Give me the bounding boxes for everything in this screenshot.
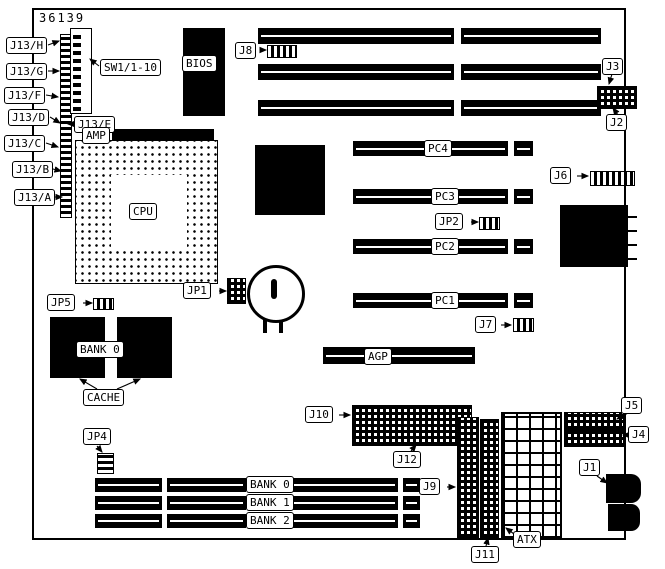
jp4-connector [97, 453, 114, 474]
label-pc4: PC4 [424, 140, 452, 157]
label-j4: J4 [628, 426, 650, 443]
label-jp2: JP2 [435, 213, 463, 230]
label-cache: CACHE [83, 389, 125, 406]
label-j1: J1 [579, 459, 601, 476]
amp-bar [112, 129, 214, 142]
j8-connector [267, 45, 297, 58]
bios-chip [183, 28, 225, 116]
label-j13c: J13/C [4, 135, 46, 152]
chip-pin-tick [628, 230, 637, 232]
j7-connector [513, 318, 534, 332]
label-j13g: J13/G [6, 63, 48, 80]
jp1-connector [227, 278, 246, 304]
isa-slot-segment [461, 28, 601, 44]
isa-slot-segment [258, 64, 454, 80]
j11-header-strip [480, 419, 499, 538]
label-jp5: JP5 [47, 294, 75, 311]
io-controller-chip [560, 205, 628, 267]
pci-slot-pc2 [353, 239, 508, 254]
board-outline [32, 8, 626, 540]
label-j9: J9 [419, 478, 441, 495]
pci-slot-pc3 [353, 189, 508, 204]
j6-connector [590, 171, 635, 186]
label-sw1: SW1/1-10 [100, 59, 161, 76]
chip-pin-tick [628, 258, 637, 260]
label-bios: BIOS [182, 55, 217, 72]
j10-header-block [352, 405, 472, 446]
battery-leg [263, 316, 267, 333]
label-j13h: J13/H [6, 37, 48, 54]
pci-slot-pc2-key [514, 239, 533, 254]
chip-pin-tick [628, 216, 637, 218]
atx-power-connector [501, 412, 562, 540]
simm-slot-segment [95, 514, 162, 528]
simm-slot-segment [403, 478, 420, 492]
part-number: 36139 [39, 11, 86, 25]
simm-slot-segment [403, 514, 420, 528]
simm-slot-segment [167, 514, 246, 528]
chip-pin-tick [628, 244, 637, 246]
label-j8: J8 [235, 42, 257, 59]
battery-leg [279, 316, 283, 333]
label-bank1: BANK 1 [246, 494, 294, 511]
label-pc1: PC1 [431, 292, 459, 309]
simm-slot-segment [167, 496, 246, 510]
isa-slot-segment [258, 28, 454, 44]
pci-slot-pc4-key [514, 141, 533, 156]
label-jp4: JP4 [83, 428, 111, 445]
pci-slot-pc1-key [514, 293, 533, 308]
simm-slot-segment [95, 478, 162, 492]
label-j6: J6 [550, 167, 572, 184]
cache-chip [117, 317, 172, 378]
label-j11: J11 [471, 546, 499, 563]
sw1-dip-switch [70, 28, 92, 114]
label-j13b: J13/B [12, 161, 54, 178]
label-bank2: BANK 2 [246, 512, 294, 529]
j4-header [564, 430, 624, 447]
label-j13a: J13/A [14, 189, 56, 206]
label-j3: J3 [602, 58, 624, 75]
isa-slot-segment [461, 100, 601, 116]
battery-clip [271, 279, 277, 299]
isa-slot-segment [258, 100, 454, 116]
j5-header [564, 412, 624, 430]
simm-slot-segment [403, 496, 420, 510]
keyboard-connector-lower [608, 504, 640, 531]
label-j13d: J13/D [8, 109, 50, 126]
chipset-chip [255, 145, 325, 215]
isa-slot-segment [461, 64, 601, 80]
pci-slot-pc3-key [514, 189, 533, 204]
label-bank0: BANK 0 [246, 476, 294, 493]
label-agp: AGP [364, 348, 392, 365]
label-amp: AMP [82, 127, 110, 144]
label-cache-bank0: BANK 0 [76, 341, 124, 358]
label-j5: J5 [621, 397, 643, 414]
battery [247, 265, 305, 323]
label-jp1: JP1 [183, 282, 211, 299]
label-j13f: J13/F [4, 87, 46, 104]
label-j7: J7 [475, 316, 497, 333]
pci-slot-pc1 [353, 293, 508, 308]
label-cpu: CPU [129, 203, 157, 220]
jp2-connector [479, 217, 500, 230]
label-pc2: PC2 [431, 238, 459, 255]
j9-header-strip [457, 417, 479, 538]
label-j12: J12 [393, 451, 421, 468]
label-j10: J10 [305, 406, 333, 423]
simm-slot-segment [167, 478, 246, 492]
label-j2: J2 [606, 114, 628, 131]
label-atx: ATX [513, 531, 541, 548]
label-pc3: PC3 [431, 188, 459, 205]
simm-slot-segment [95, 496, 162, 510]
keyboard-connector-upper [606, 474, 641, 503]
j3-j2-connector [597, 86, 637, 109]
jp5-connector [93, 298, 114, 310]
agp-slot [323, 347, 475, 364]
